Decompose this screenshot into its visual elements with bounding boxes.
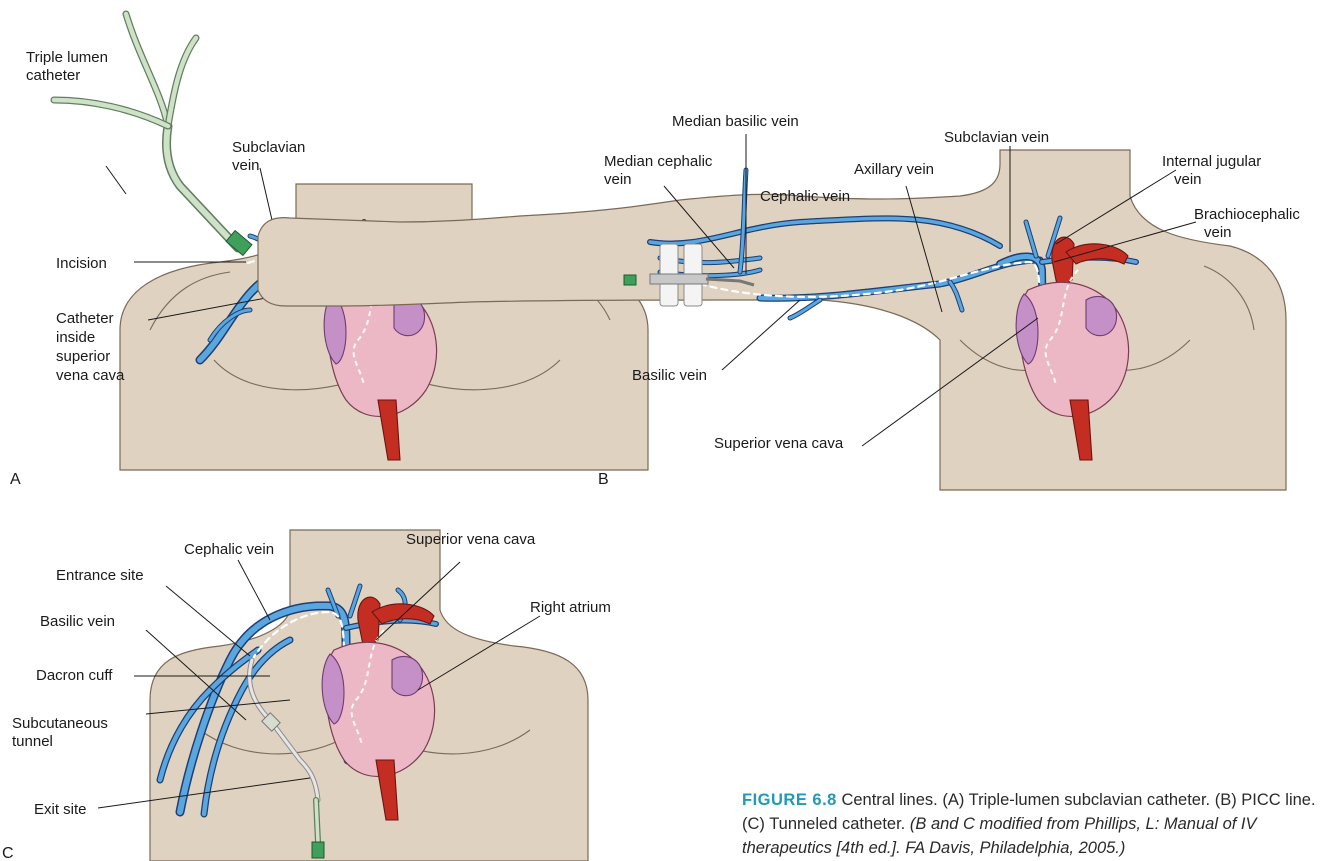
panel-letter-b: B: [598, 471, 609, 488]
label-exit-site: Exit site: [34, 801, 87, 818]
panel-letter-c: C: [2, 845, 14, 861]
label-brachiocephalic-vein: Brachiocephalic vein: [1194, 206, 1304, 241]
label-superior-vena-cava-c: Superior vena cava: [406, 531, 536, 548]
label-subclavian-vein-b: Subclavian vein: [944, 129, 1049, 146]
label-cephalic-vein-c: Cephalic vein: [184, 541, 274, 558]
label-median-basilic-vein: Median basilic vein: [672, 113, 799, 130]
label-right-atrium: Right atrium: [530, 599, 611, 616]
label-median-cephalic-vein: Median cephalic vein: [604, 153, 717, 188]
label-subclavian-vein-a: Subclavian vein: [232, 139, 310, 174]
panel-letter-a: A: [10, 471, 21, 488]
label-internal-jugular-vein: Internal jugular vein: [1162, 153, 1265, 188]
label-subcutaneous-tunnel: Subcutaneous tunnel: [12, 715, 112, 750]
label-superior-vena-cava-b: Superior vena cava: [714, 435, 844, 452]
label-entrance-site: Entrance site: [56, 567, 144, 584]
label-basilic-vein-c: Basilic vein: [40, 613, 115, 630]
label-catheter-svc: Catheter inside superior vena cava: [56, 310, 125, 384]
label-basilic-vein-b: Basilic vein: [632, 367, 707, 384]
label-incision: Incision: [56, 255, 107, 272]
label-cephalic-vein-b: Cephalic vein: [760, 188, 850, 205]
label-dacron-cuff: Dacron cuff: [36, 667, 113, 684]
figure-label: FIGURE 6.8: [742, 791, 837, 809]
panel-c: Cephalic vein Superior vena cava Entranc…: [2, 530, 611, 861]
label-axillary-vein: Axillary vein: [854, 161, 934, 178]
figure-caption: FIGURE 6.8 Central lines. (A) Triple-lum…: [742, 788, 1342, 860]
label-triple-lumen-catheter: Triple lumen catheter: [26, 49, 112, 84]
